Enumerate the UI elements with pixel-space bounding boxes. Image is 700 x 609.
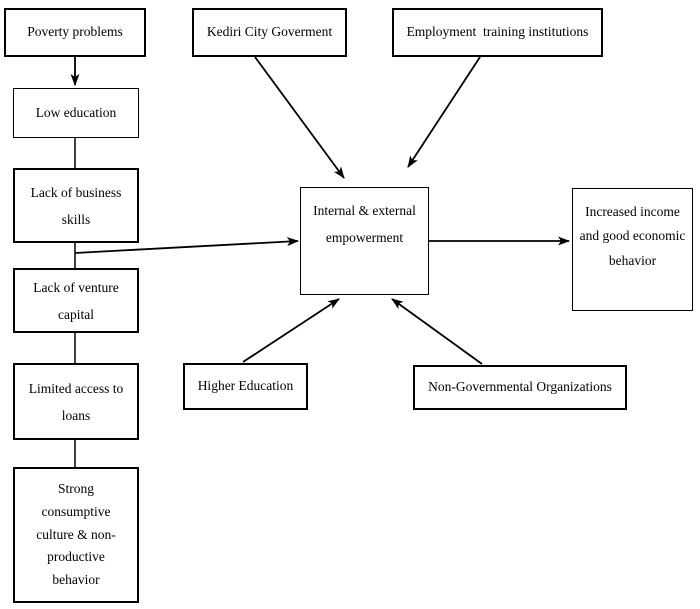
arrow-ngo-to-empowerment [391,298,483,365]
box-consumptive-culture-label: Strong consumptive culture & non- produc… [36,480,116,588]
arrow-training-to-empowerment [407,56,481,168]
box-lack-business-skills-label: Lack of business skills [30,184,122,227]
arrow-kediri-to-empowerment [254,56,345,179]
box-increased-income: Increased income and good economic behav… [572,188,693,311]
box-employment-training-label: Employment training institutions [406,24,589,40]
box-internal-external-empowerment: Internal & external empowerment [300,187,429,295]
box-consumptive-culture: Strong consumptive culture & non- produc… [13,467,139,603]
box-lack-venture-capital: Lack of venture capital [13,268,139,333]
arrow-higher-education-to-empowerment [242,298,340,363]
box-internal-external-empowerment-label: Internal & external empowerment [313,203,416,245]
box-higher-education-label: Higher Education [197,378,294,394]
box-kediri-city-government: Kediri City Goverment [192,8,347,57]
box-employment-training: Employment training institutions [392,8,603,57]
box-poverty-problems: Poverty problems [4,8,146,57]
box-increased-income-label: Increased income and good economic behav… [579,204,686,268]
box-low-education-label: Low education [35,104,117,120]
box-kediri-city-government-label: Kediri City Goverment [206,24,333,40]
box-lack-business-skills: Lack of business skills [13,168,139,243]
box-lack-venture-capital-label: Lack of venture capital [33,279,119,322]
box-ngo: Non-Governmental Organizations [413,365,627,410]
box-higher-education: Higher Education [183,363,308,410]
box-limited-access-loans: Limited access to loans [13,363,139,440]
box-limited-access-loans-label: Limited access to loans [28,380,124,423]
box-ngo-label: Non-Governmental Organizations [428,379,612,395]
box-low-education: Low education [13,88,139,138]
box-poverty-problems-label: Poverty problems [27,24,123,40]
